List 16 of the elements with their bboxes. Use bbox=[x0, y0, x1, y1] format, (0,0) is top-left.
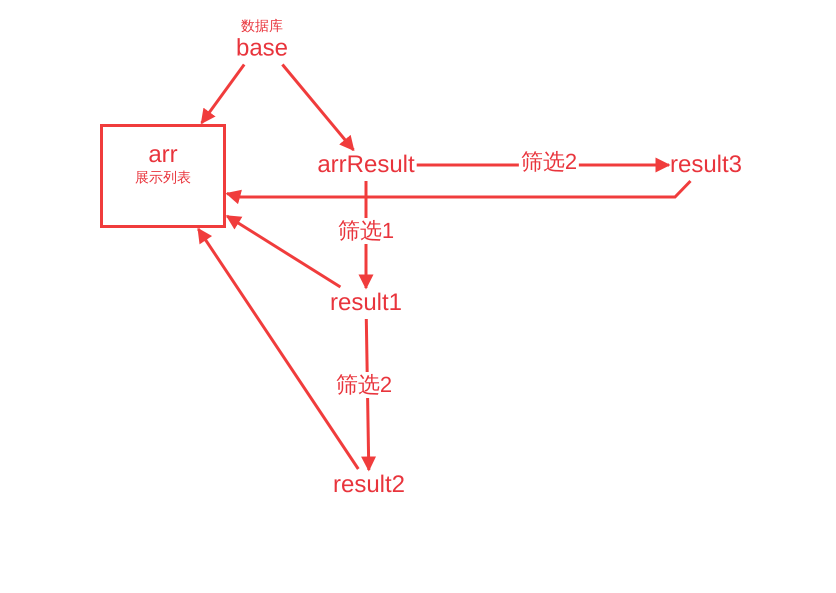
node-label: result1 bbox=[330, 289, 402, 317]
arrow bbox=[281, 64, 355, 152]
arrow bbox=[226, 180, 692, 204]
edge-label: 筛选2 bbox=[518, 149, 580, 175]
caption-text: 数据库 bbox=[240, 18, 284, 34]
edge-label: 筛选1 bbox=[336, 218, 396, 244]
node-label: base bbox=[236, 34, 288, 62]
arrow bbox=[226, 214, 342, 288]
arrow bbox=[200, 64, 246, 124]
node-label: arrResult bbox=[317, 151, 415, 179]
node-label: result3 bbox=[670, 151, 742, 179]
caption-text: 展示列表 bbox=[135, 169, 191, 186]
list-box bbox=[100, 124, 226, 228]
node-label: arr bbox=[148, 141, 178, 169]
arrow bbox=[197, 228, 360, 470]
node-label: result2 bbox=[332, 471, 406, 499]
